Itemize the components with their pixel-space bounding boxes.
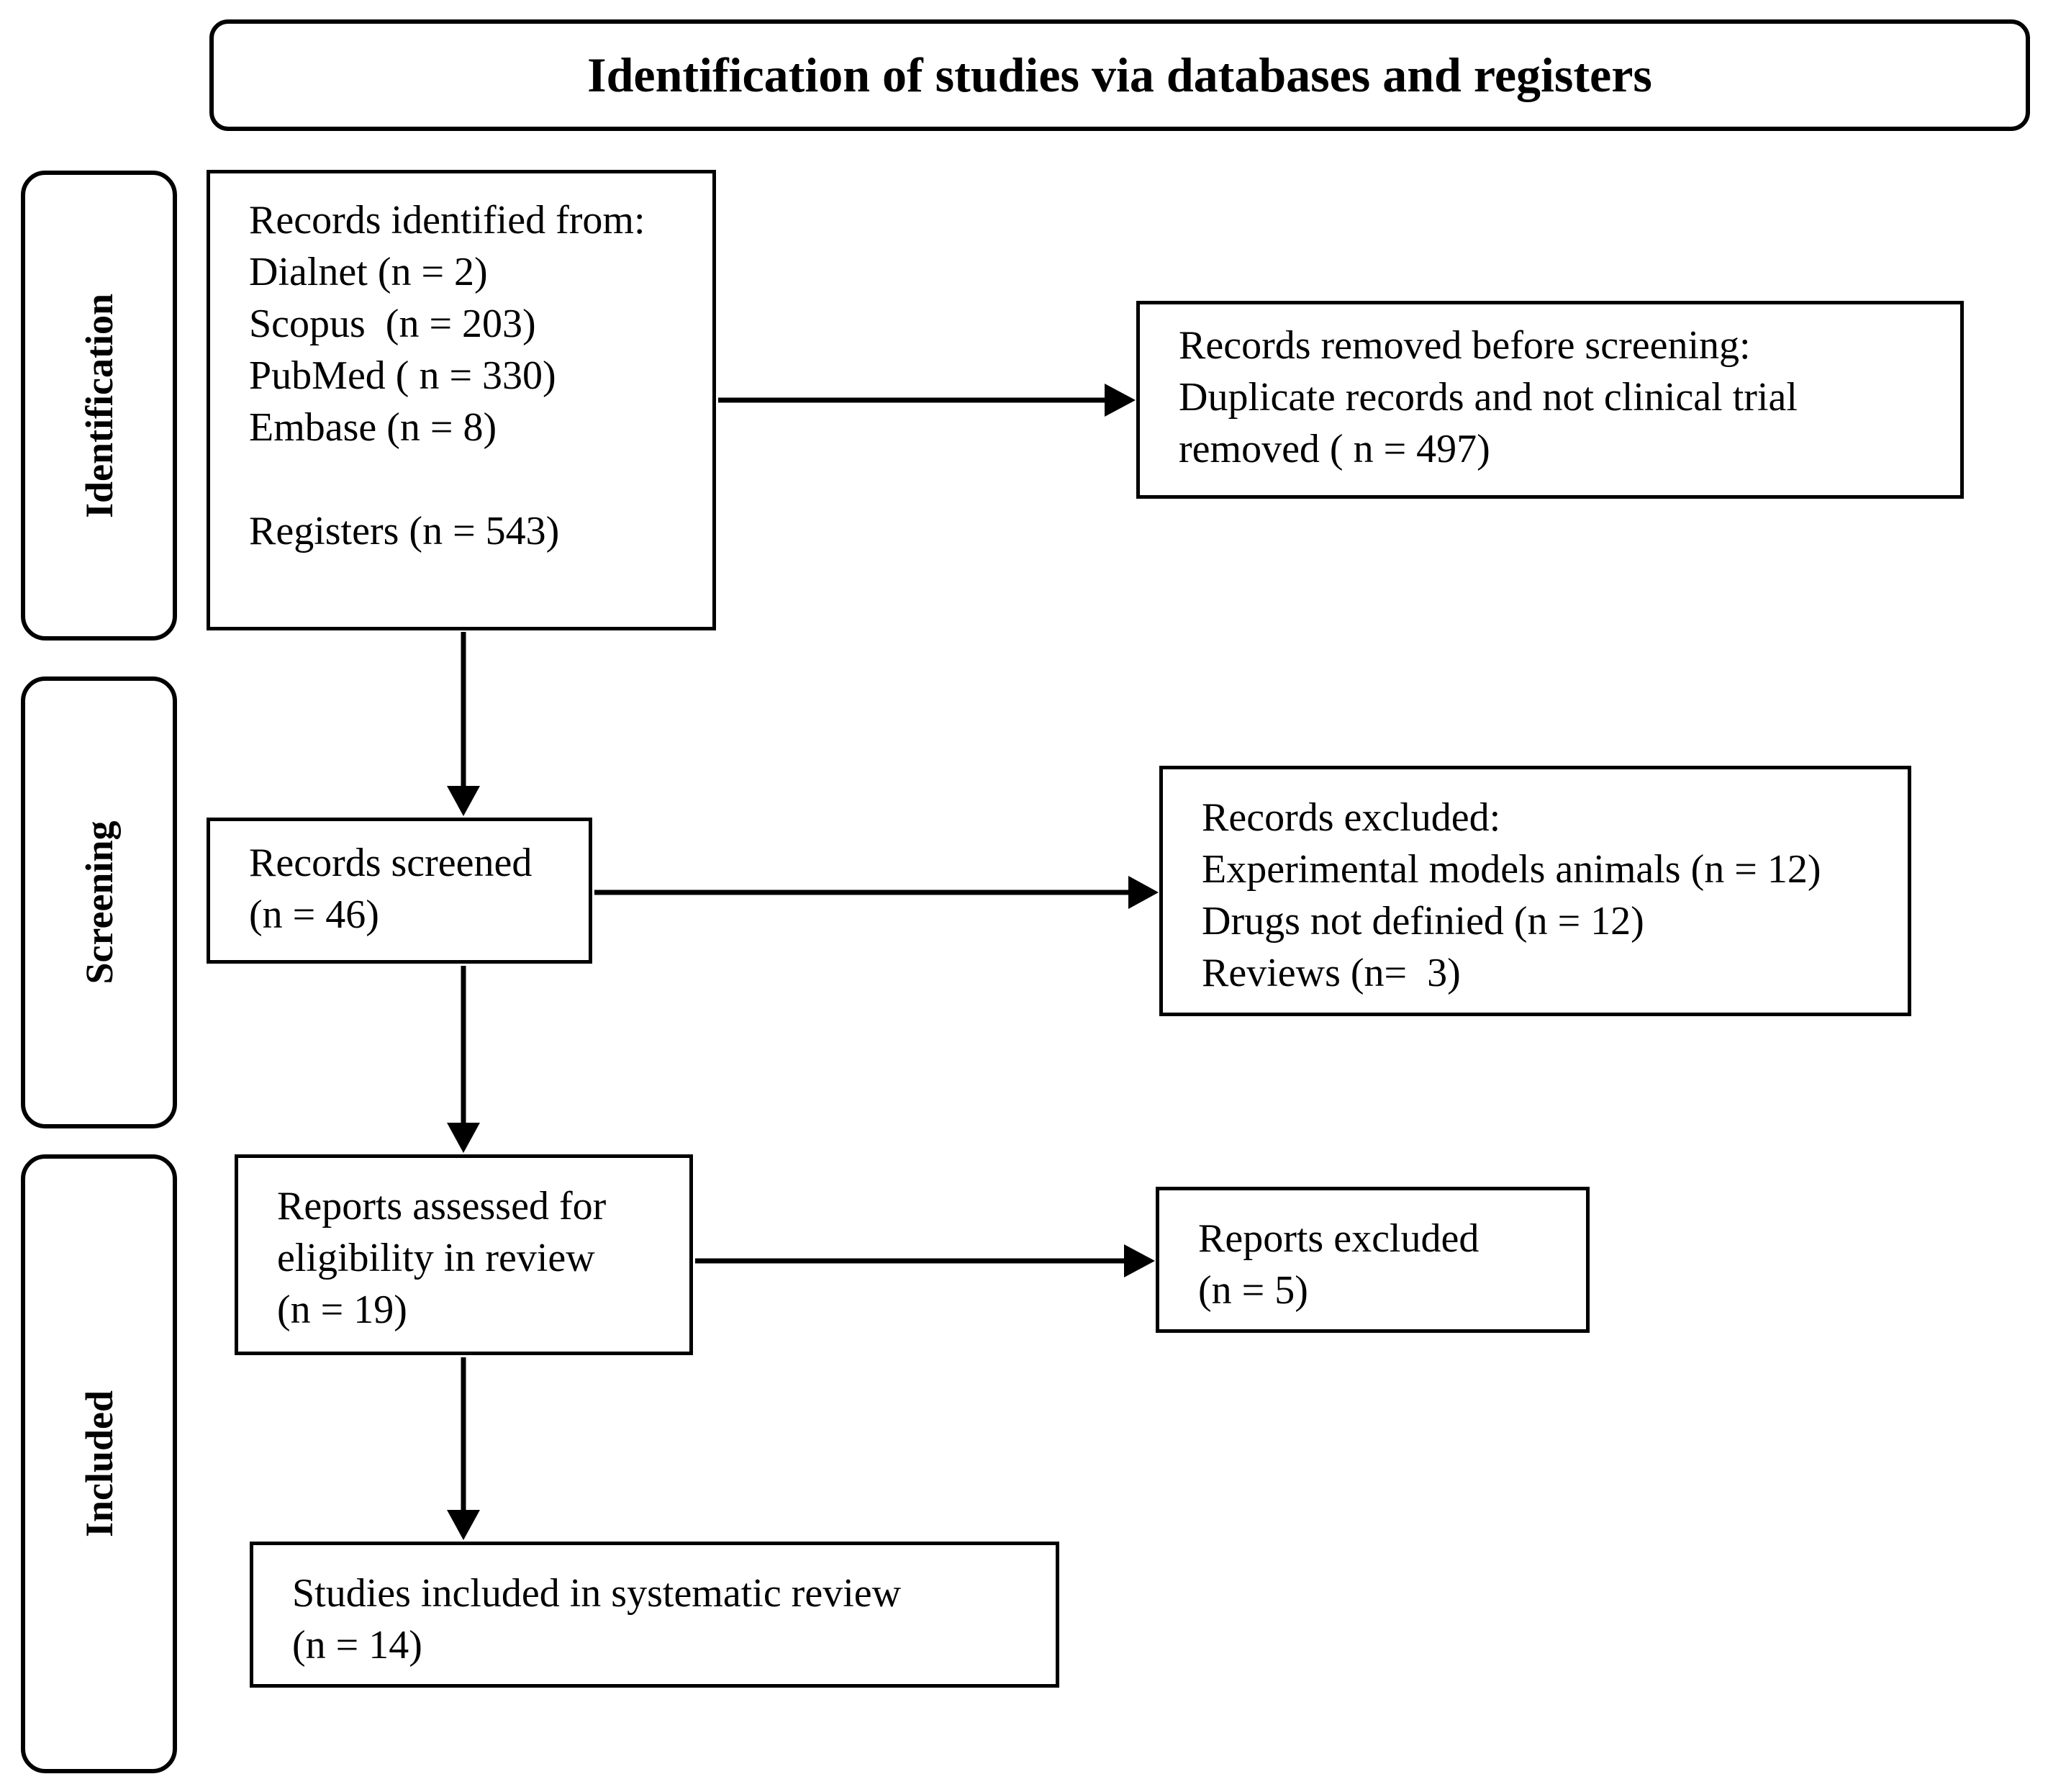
source-embase: Embase (n = 8) bbox=[249, 405, 497, 450]
records-identified-heading: Records identified from: bbox=[249, 198, 645, 243]
source-dialnet: Dialnet (n = 2) bbox=[249, 250, 488, 294]
records-screened-label: Records screened bbox=[249, 841, 533, 885]
studies-included-count: (n = 14) bbox=[292, 1623, 422, 1667]
reports-assessed-count: (n = 19) bbox=[277, 1288, 407, 1332]
source-scopus: Scopus (n = 203) bbox=[249, 302, 536, 346]
records-removed-box: Records removed before screening: Duplic… bbox=[1136, 301, 1964, 499]
arrow-to-studies-included bbox=[447, 1357, 480, 1540]
phase-identification: Identification bbox=[21, 171, 177, 641]
reports-assessed-box: Reports assessed for eligibility in revi… bbox=[235, 1154, 693, 1355]
records-removed-reason: Duplicate records and not clinical trial bbox=[1179, 375, 1798, 420]
diagram-title: Identification of studies via databases … bbox=[209, 19, 2030, 131]
records-identified-box: Records identified from: Dialnet (n = 2)… bbox=[207, 170, 716, 630]
records-excluded-heading: Records excluded: bbox=[1202, 795, 1501, 840]
reports-excluded-box: Reports excluded (n = 5) bbox=[1156, 1187, 1590, 1333]
source-registers: Registers (n = 543) bbox=[249, 509, 560, 553]
records-excluded-box: Records excluded: Experimental models an… bbox=[1159, 766, 1911, 1016]
records-screened-count: (n = 46) bbox=[249, 892, 379, 937]
studies-included-label: Studies included in systematic review bbox=[292, 1571, 902, 1616]
records-removed-count: removed ( n = 497) bbox=[1179, 427, 1490, 471]
arrow-to-records-excluded bbox=[594, 876, 1159, 909]
reports-assessed-line2: eligibility in review bbox=[277, 1236, 595, 1280]
arrow-to-reports-excluded bbox=[695, 1244, 1155, 1277]
excluded-reviews: Reviews (n= 3) bbox=[1202, 951, 1461, 995]
excluded-animal-models: Experimental models animals (n = 12) bbox=[1202, 847, 1821, 892]
arrow-to-records-screened bbox=[447, 632, 480, 816]
excluded-drugs-not-defined: Drugs not definied (n = 12) bbox=[1202, 899, 1644, 943]
records-removed-heading: Records removed before screening: bbox=[1179, 323, 1751, 368]
records-screened-box: Records screened (n = 46) bbox=[207, 818, 592, 964]
phase-screening: Screening bbox=[21, 676, 177, 1128]
reports-excluded-label: Reports excluded bbox=[1198, 1216, 1480, 1261]
phase-included: Included bbox=[21, 1154, 177, 1773]
studies-included-box: Studies included in systematic review (n… bbox=[250, 1542, 1059, 1688]
arrow-to-records-removed bbox=[718, 384, 1136, 417]
source-pubmed: PubMed ( n = 330) bbox=[249, 353, 556, 398]
reports-excluded-count: (n = 5) bbox=[1198, 1268, 1308, 1313]
arrow-to-reports-assessed bbox=[447, 966, 480, 1153]
reports-assessed-line1: Reports assessed for bbox=[277, 1184, 607, 1228]
diagram-title-text: Identification of studies via databases … bbox=[587, 47, 1652, 102]
